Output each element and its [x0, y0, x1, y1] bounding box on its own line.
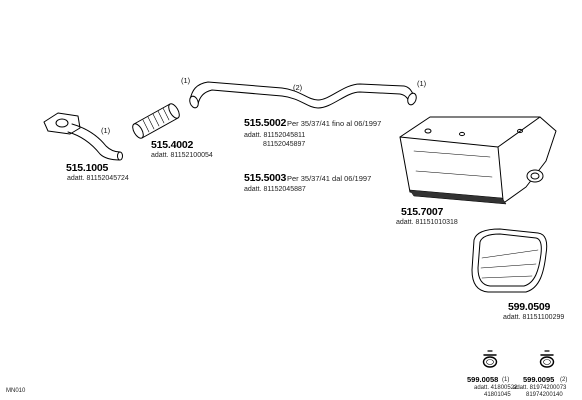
part-4002-code: 515.4002 [151, 139, 194, 151]
part-4002-adapt: adatt. 81152100054 [151, 152, 213, 159]
part-7007-adapt: adatt. 81151010318 [396, 219, 458, 226]
part-0095-qty: (2) [560, 377, 568, 383]
part-7007-code: 515.7007 [401, 206, 444, 218]
part-0095-adapt2: 81974200140 [526, 392, 563, 398]
part-5002-code: 515.5002 [244, 117, 287, 129]
flex-hose-drawing [132, 103, 180, 139]
middle-pipe-drawing [189, 81, 417, 109]
part-1005-adapt: adatt. 81152045724 [67, 175, 129, 182]
part-0058-code: 599.0058 [467, 375, 499, 384]
clamp-drawing-2 [539, 350, 555, 368]
clamp-drawing [482, 350, 498, 368]
part-0058-adapt2: 41801045 [484, 392, 511, 398]
part-0095-code: 599.0095 [523, 375, 555, 384]
part-1005-code: 515.1005 [66, 162, 109, 174]
part-0509-adapt: adatt. 81151100299 [503, 314, 565, 321]
part-0095-adapt1: adatt. 81974200073 [513, 385, 567, 391]
pipe-label-right: (1) [417, 79, 427, 88]
part-5002-adapt1: adatt. 81152045811 [244, 132, 306, 139]
silencer-drawing [399, 116, 557, 205]
pipe-label-mid: (2) [293, 83, 303, 92]
part-0058-adapt1: adatt. 41800522 [474, 385, 518, 391]
part-5002-note: Per 35/37/41 fino al 06/1997 [287, 119, 382, 128]
part-0509-code: 599.0509 [508, 301, 551, 313]
part-5002-adapt2: 81152045897 [263, 141, 306, 148]
part-1005-index: (1) [101, 126, 111, 135]
heat-shield-drawing [471, 228, 548, 293]
part-5003-note: Per 35/37/41 dal 06/1997 [287, 174, 372, 183]
diagram-ref: MN010 [6, 388, 26, 394]
pipe-label-left: (1) [181, 76, 191, 85]
part-5003-code: 515.5003 [244, 172, 287, 184]
front-pipe-drawing [43, 112, 123, 161]
part-5003-adapt1: adatt. 81152045887 [244, 186, 306, 193]
part-0058-qty: (1) [502, 377, 510, 383]
